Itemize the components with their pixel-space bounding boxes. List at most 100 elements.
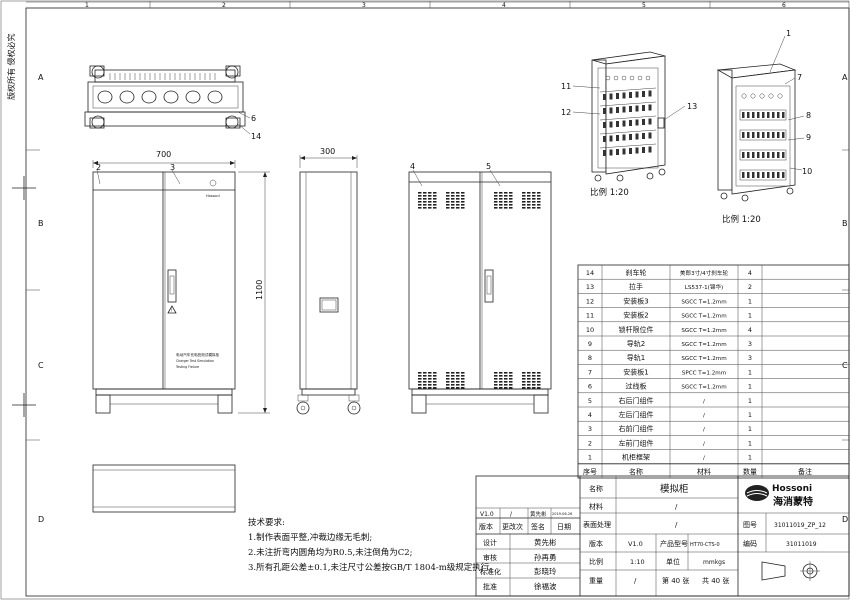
bom-cell-name: 安装板2 bbox=[623, 311, 648, 320]
scale-label-left: 比例 1:20 bbox=[590, 187, 629, 198]
bom-cell-no: 3 bbox=[588, 425, 592, 433]
bom-cell-name: 机柜框架 bbox=[622, 453, 650, 462]
bom-cell-name: 安装板3 bbox=[623, 296, 648, 305]
iso-view-right: 1 7 8 9 10 bbox=[716, 29, 812, 202]
dim-height: 1100 bbox=[255, 280, 264, 300]
bom-cell-qty: 1 bbox=[748, 397, 752, 405]
row-label: B bbox=[842, 219, 848, 228]
bom-cell-qty: 1 bbox=[748, 454, 752, 462]
rev-date: 2019-06-26 bbox=[552, 512, 572, 516]
bom-header-cell: 数量 bbox=[743, 467, 757, 476]
bom-header-cell: 材料 bbox=[697, 467, 711, 476]
dim-depth: 300 bbox=[320, 147, 335, 156]
bom-cell-name: 导轨1 bbox=[627, 353, 645, 362]
notes-item-3: 3.所有孔距公差±0.1,未注尺寸公差按GB/T 1804-m级规定执行。 bbox=[248, 563, 498, 573]
row-label: D bbox=[38, 515, 44, 524]
sheet-no: 第 40 张 bbox=[662, 576, 689, 585]
row-ruler-left: A B C D A B C D bbox=[26, 73, 849, 524]
bom-cell-name: 左前门组件 bbox=[619, 438, 654, 447]
bom-cell-qty: 1 bbox=[748, 439, 752, 447]
bom-cell-mat: LS537-1(锦华) bbox=[685, 283, 723, 291]
bom-cell-name: 锁杆限位件 bbox=[619, 325, 654, 334]
technical-notes: 技术要求: 1.制作表面平整,冲裁边缘无毛刺; 2.未注折弯内圆角均为R0.5,… bbox=[248, 516, 498, 576]
bom-cell-qty: 4 bbox=[748, 326, 752, 334]
company-logo-text: Hossoni bbox=[772, 484, 812, 494]
side-view: 300 bbox=[296, 147, 361, 415]
scale-label: 比例 bbox=[589, 557, 603, 566]
bom-cell-mat: SGCC T=1.2mm bbox=[681, 314, 726, 320]
rev-header-change: 更改次 bbox=[502, 522, 523, 531]
bom-cell-qty: 1 bbox=[748, 297, 752, 305]
role-review: 审核 bbox=[483, 553, 497, 562]
callout-12: 12 bbox=[561, 108, 571, 117]
warning-mark: ! bbox=[171, 308, 173, 313]
col-label: 1 bbox=[85, 2, 89, 9]
bom-cell-qty: 1 bbox=[748, 383, 752, 391]
bom-cell-no: 11 bbox=[586, 312, 594, 320]
name-value: 模拟柜 bbox=[660, 483, 689, 495]
rev-header-sign: 签名 bbox=[531, 522, 545, 531]
bom-cell-no: 9 bbox=[588, 340, 592, 348]
bom-cell-qty: 3 bbox=[748, 354, 752, 362]
bom-cell-no: 7 bbox=[588, 368, 592, 376]
surface-label: 表面处理 bbox=[583, 520, 611, 529]
notes-item-2: 2.未注折弯内圆角均为R0.5,未注倒角为C2; bbox=[248, 548, 413, 558]
callout-11: 11 bbox=[561, 82, 571, 91]
bom-cell-no: 13 bbox=[586, 283, 594, 291]
bom-cell-qty: 2 bbox=[748, 283, 752, 291]
callout-2: 2 bbox=[96, 163, 101, 172]
bom-cell-no: 12 bbox=[586, 297, 594, 305]
row-label: C bbox=[842, 361, 848, 370]
col-label: 4 bbox=[502, 2, 506, 9]
row-label: D bbox=[842, 515, 848, 524]
company-name-cn: 海消蒙特 bbox=[773, 495, 813, 508]
rev-header-version: 版本 bbox=[479, 522, 493, 531]
dim-width: 700 bbox=[156, 150, 171, 159]
callout-13: 13 bbox=[687, 102, 697, 111]
callout-4: 4 bbox=[410, 162, 415, 171]
role-design: 设计 bbox=[483, 538, 497, 547]
bom-cell-mat: SGCC T=1.2mm bbox=[681, 299, 726, 305]
callout-10: 10 bbox=[802, 167, 812, 176]
bom-cell-mat: SPCC T=1.2mm bbox=[682, 370, 726, 376]
col-label: 2 bbox=[222, 2, 226, 9]
name-review: 孙再勇 bbox=[534, 552, 557, 562]
bom-cell-name: 导轨2 bbox=[627, 339, 645, 348]
notes-title: 技术要求: bbox=[248, 518, 285, 528]
callout-6: 6 bbox=[251, 114, 256, 123]
bom-cell-no: 2 bbox=[588, 439, 592, 447]
bom-cell-qty: 4 bbox=[748, 269, 752, 277]
bom-cell-no: 8 bbox=[588, 354, 592, 362]
door-plate-line3: Testing Fixture bbox=[175, 365, 199, 369]
door-plate-line1: 电动汽车充电桩测试模拟柜 bbox=[176, 352, 220, 357]
col-label: 3 bbox=[362, 2, 366, 9]
role-standard: 标准化 bbox=[480, 567, 501, 576]
bom-cell-mat: SGCC T=1.2mm bbox=[681, 328, 726, 334]
bom-cell-mat: / bbox=[703, 441, 705, 447]
bom-cell-mat: / bbox=[703, 399, 705, 405]
callout-8: 8 bbox=[806, 111, 811, 120]
bom-cell-no: 6 bbox=[588, 383, 592, 391]
code-label: 编码 bbox=[743, 539, 757, 548]
material-value: / bbox=[675, 503, 678, 511]
bom-header-cell: 名称 bbox=[629, 467, 643, 476]
callout-3: 3 bbox=[170, 163, 175, 172]
col-label: 5 bbox=[642, 2, 646, 9]
iso-view-left: 11 12 13 bbox=[561, 51, 697, 182]
bom-header-cell: 序号 bbox=[583, 467, 597, 476]
bom-cell-name: 过线板 bbox=[626, 382, 647, 391]
brand-mark-small: Hossoni bbox=[206, 194, 220, 198]
column-ruler-top: 1 2 3 4 5 6 bbox=[26, 1, 849, 9]
scale-label-right: 比例 1:20 bbox=[722, 214, 761, 225]
bom-cell-no: 4 bbox=[588, 411, 592, 419]
row-label: A bbox=[842, 73, 848, 82]
version-label: 版本 bbox=[589, 539, 603, 548]
name-standard: 彭晓玲 bbox=[534, 566, 557, 576]
company-logo: Hossoni 海消蒙特 bbox=[745, 484, 813, 508]
bom-cell-qty: 1 bbox=[748, 425, 752, 433]
copyright-note: 版权所有 侵权必究 bbox=[6, 33, 16, 100]
door-plate-line2: Charger Test Simulation bbox=[176, 359, 214, 363]
unit-value: mmkgs bbox=[703, 559, 725, 566]
row-label: B bbox=[38, 219, 44, 228]
